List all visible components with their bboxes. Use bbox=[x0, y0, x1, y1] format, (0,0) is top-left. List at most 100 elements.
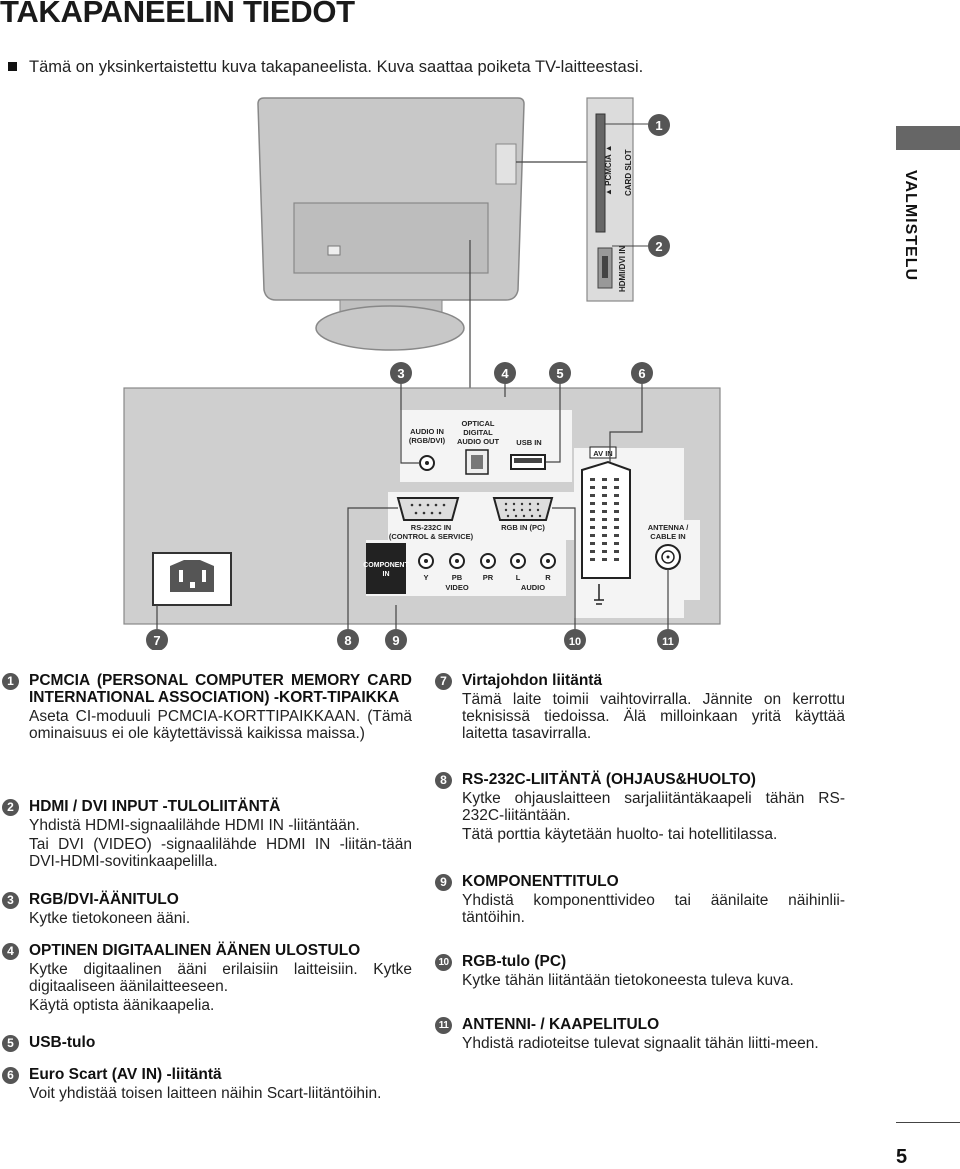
page-title: TAKAPANEELIN TIEDOT bbox=[0, 0, 355, 29]
item-title: PCMCIA (PERSONAL COMPUTER MEMORY CARD IN… bbox=[29, 672, 412, 706]
sidebar-tab bbox=[896, 126, 960, 150]
item-title: Euro Scart (AV IN) -liitäntä bbox=[29, 1066, 222, 1083]
callout-4 bbox=[494, 362, 516, 384]
tv-back-illustration bbox=[257, 97, 588, 388]
rgb-pc-label: RGB IN (PC) bbox=[501, 523, 545, 532]
callout-1 bbox=[648, 114, 670, 136]
item-number: 6 bbox=[2, 1067, 19, 1084]
item-number: 11 bbox=[435, 1017, 452, 1034]
page-number: 5 bbox=[896, 1146, 908, 1168]
rs232-label: RS-232C IN bbox=[411, 523, 451, 532]
svg-text:Y: Y bbox=[423, 573, 428, 582]
callout-9 bbox=[385, 629, 407, 650]
svg-text:8: 8 bbox=[344, 633, 351, 648]
callout-3 bbox=[390, 362, 412, 384]
svg-text:6: 6 bbox=[638, 366, 645, 381]
list-item: 4 OPTINEN DIGITAALINEN ÄÄNEN ULOSTULO Ky… bbox=[2, 942, 412, 1014]
item-title: ANTENNI- / KAAPELITULO bbox=[462, 1016, 660, 1033]
list-item: 7 Virtajohdon liitäntä Tämä laite toimii… bbox=[435, 672, 845, 742]
item-body-2: Tai DVI (VIDEO) -signaalilähde HDMI IN -… bbox=[29, 836, 412, 870]
optical-label: OPTICAL bbox=[462, 419, 495, 428]
bullet-square-icon bbox=[8, 62, 17, 71]
list-item: 5 USB-tulo bbox=[2, 1034, 412, 1052]
rear-panel: AUDIO IN (RGB/DVI) OPTICAL DIGITAL AUDIO… bbox=[123, 384, 721, 629]
svg-text:4: 4 bbox=[501, 366, 509, 381]
section-label: VALMISTELU bbox=[902, 170, 919, 282]
item-body: Yhdistä radioteitse tulevat signaalit tä… bbox=[462, 1035, 819, 1052]
callout-10 bbox=[564, 629, 586, 650]
svg-text:5: 5 bbox=[556, 366, 563, 381]
callout-5 bbox=[549, 362, 571, 384]
svg-text:AUDIO OUT: AUDIO OUT bbox=[457, 437, 500, 446]
item-body-2: Tätä porttia käytetään huolto- tai hotel… bbox=[462, 826, 778, 843]
svg-text:(CONTROL & SERVICE): (CONTROL & SERVICE) bbox=[389, 532, 474, 541]
audio-in-label: AUDIO IN bbox=[410, 427, 444, 436]
item-body: Kytke ohjauslaitteen sarjaliitäntäkaapel… bbox=[462, 790, 845, 824]
item-number: 8 bbox=[435, 772, 452, 789]
callout-7 bbox=[146, 629, 168, 650]
callout-8 bbox=[337, 629, 359, 650]
list-item: 8 RS-232C-LIITÄNTÄ (OHJAUS&HUOLTO) Kytke… bbox=[435, 771, 845, 843]
svg-text:10: 10 bbox=[569, 636, 581, 648]
intro-note: Tämä on yksinkertaistettu kuva takapanee… bbox=[8, 58, 643, 77]
item-number: 10 bbox=[435, 954, 452, 971]
svg-text:7: 7 bbox=[153, 633, 160, 648]
list-item: 9 KOMPONENTTITULO Yhdistä komponenttivid… bbox=[435, 873, 845, 926]
side-panel: ▲ PCMCIA ▲ CARD SLOT HDMI/DVI IN bbox=[586, 97, 648, 302]
svg-text:9: 9 bbox=[392, 633, 399, 648]
item-number: 2 bbox=[2, 799, 19, 816]
item-title: HDMI / DVI INPUT -TULOLIITÄNTÄ bbox=[29, 798, 281, 815]
item-title: RGB/DVI-ÄÄNITULO bbox=[29, 891, 179, 908]
item-body: Yhdistä HDMI-signaalilähde HDMI IN -liit… bbox=[29, 817, 360, 834]
item-body: Kytke digitaalinen ääni erilaisiin laitt… bbox=[29, 961, 412, 995]
usb-in-label: USB IN bbox=[516, 438, 541, 447]
svg-text:1: 1 bbox=[655, 118, 662, 133]
item-body: Aseta CI-moduuli PCMCIA-KORTTIPAIKKAAN. … bbox=[29, 708, 412, 742]
svg-text:IN: IN bbox=[383, 571, 390, 578]
list-item: 11 ANTENNI- / KAAPELITULO Yhdistä radiot… bbox=[435, 1016, 845, 1052]
intro-text: Tämä on yksinkertaistettu kuva takapanee… bbox=[29, 58, 644, 76]
callout-11 bbox=[657, 629, 679, 650]
hdmi-label: HDMI/DVI IN bbox=[618, 246, 627, 292]
svg-text:CABLE IN: CABLE IN bbox=[650, 532, 685, 541]
av-in-label: AV IN bbox=[593, 449, 612, 458]
item-number: 3 bbox=[2, 892, 19, 909]
list-item: 3 RGB/DVI-ÄÄNITULO Kytke tietokoneen ään… bbox=[2, 891, 412, 927]
svg-text:2: 2 bbox=[655, 239, 662, 254]
svg-text:DIGITAL: DIGITAL bbox=[463, 428, 493, 437]
item-title: RGB-tulo (PC) bbox=[462, 953, 567, 970]
item-number: 5 bbox=[2, 1035, 19, 1052]
svg-text:VIDEO: VIDEO bbox=[445, 583, 469, 592]
item-body-2: Käytä optista äänikaapelia. bbox=[29, 997, 215, 1014]
svg-text:PB: PB bbox=[452, 573, 463, 582]
item-number: 9 bbox=[435, 874, 452, 891]
card-slot-label: CARD SLOT bbox=[624, 149, 633, 196]
back-panel-diagram: ▲ PCMCIA ▲ CARD SLOT HDMI/DVI IN 1 2 3 4… bbox=[123, 97, 721, 650]
item-body: Kytke tähän liitäntään tietokoneesta tul… bbox=[462, 972, 794, 989]
svg-text:3: 3 bbox=[397, 366, 404, 381]
svg-text:L: L bbox=[516, 573, 521, 582]
item-number: 4 bbox=[2, 943, 19, 960]
item-body: Tämä laite toimii vaihtovirralla. Jännit… bbox=[462, 691, 845, 742]
list-item: 10 RGB-tulo (PC) Kytke tähän liitäntään … bbox=[435, 953, 845, 989]
item-title: RS-232C-LIITÄNTÄ (OHJAUS&HUOLTO) bbox=[462, 771, 756, 788]
item-body: Voit yhdistää toisen laitteen näihin Sca… bbox=[29, 1085, 382, 1102]
item-title: KOMPONENTTITULO bbox=[462, 873, 619, 890]
item-title: Virtajohdon liitäntä bbox=[462, 672, 603, 689]
antenna-label: ANTENNA / bbox=[648, 523, 689, 532]
list-item: 2 HDMI / DVI INPUT -TULOLIITÄNTÄ Yhdistä… bbox=[2, 798, 412, 870]
svg-text:R: R bbox=[545, 573, 551, 582]
item-body: Kytke tietokoneen ääni. bbox=[29, 910, 191, 927]
svg-text:PR: PR bbox=[483, 573, 494, 582]
callout-2 bbox=[648, 235, 670, 257]
svg-text:11: 11 bbox=[662, 636, 674, 648]
callout-markers bbox=[146, 114, 679, 650]
svg-text:(RGB/DVI): (RGB/DVI) bbox=[409, 436, 446, 445]
svg-text:AUDIO: AUDIO bbox=[521, 583, 545, 592]
item-number: 7 bbox=[435, 673, 452, 690]
footer-divider bbox=[896, 1122, 960, 1123]
item-title: USB-tulo bbox=[29, 1034, 96, 1051]
item-title: OPTINEN DIGITAALINEN ÄÄNEN ULOSTULO bbox=[29, 942, 361, 959]
item-body: Yhdistä komponenttivideo tai äänilaite n… bbox=[462, 892, 845, 926]
list-item: 1 PCMCIA (PERSONAL COMPUTER MEMORY CARD … bbox=[2, 672, 412, 742]
